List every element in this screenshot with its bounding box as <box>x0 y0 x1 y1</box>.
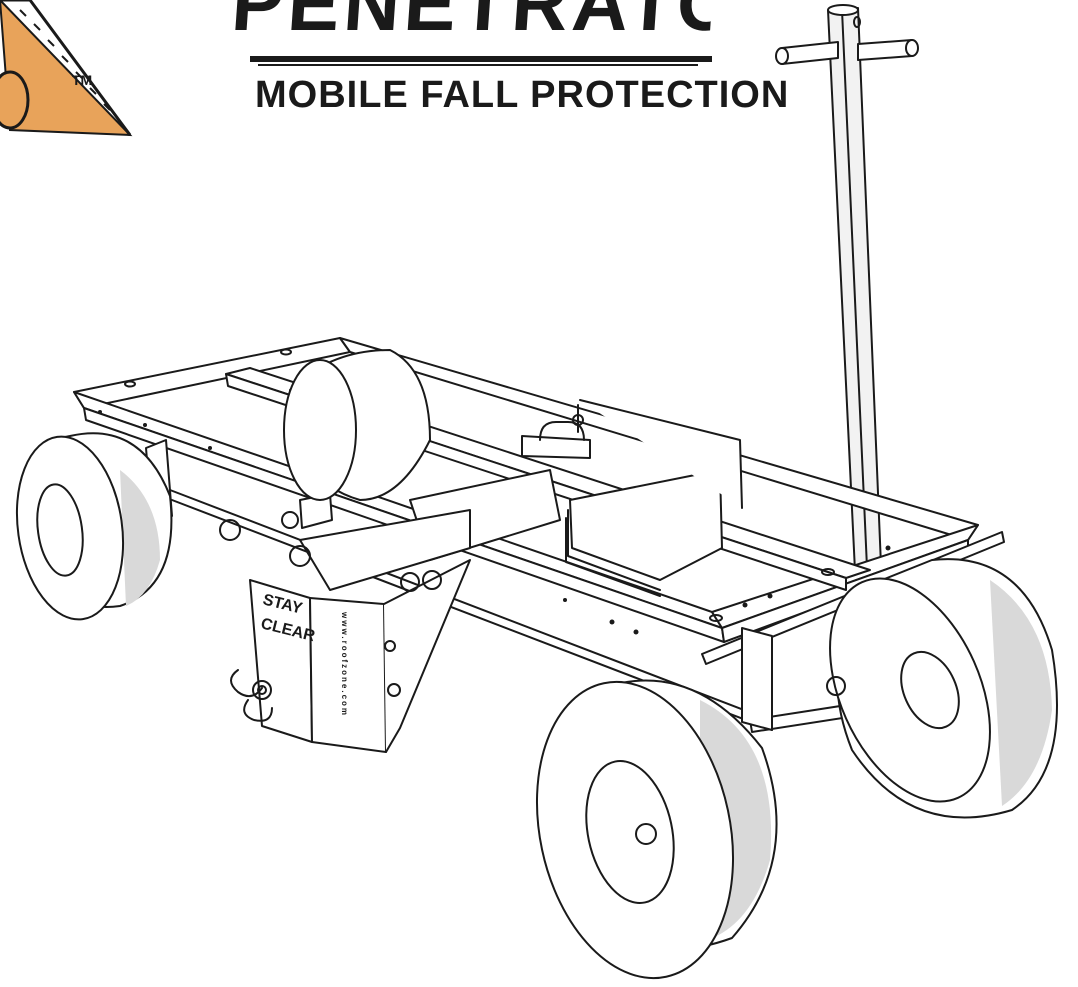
logo-emblem <box>0 0 133 137</box>
trademark-symbol: TM <box>72 72 93 88</box>
sign-website: www.roofzone.com <box>340 611 349 717</box>
ballast-plates <box>521 399 743 597</box>
brand-subtitle: MOBILE FALL PROTECTION <box>255 74 790 116</box>
brand-underline <box>250 56 712 62</box>
wheel-rear-left <box>15 432 173 621</box>
wheel-front-right <box>826 558 1058 819</box>
handle-bar <box>775 4 919 593</box>
brand-underline-thin <box>258 64 698 66</box>
axles <box>169 469 895 733</box>
wheel-front-left <box>535 679 778 980</box>
anchor-block <box>219 493 471 753</box>
wheel-rear-right <box>283 349 431 501</box>
